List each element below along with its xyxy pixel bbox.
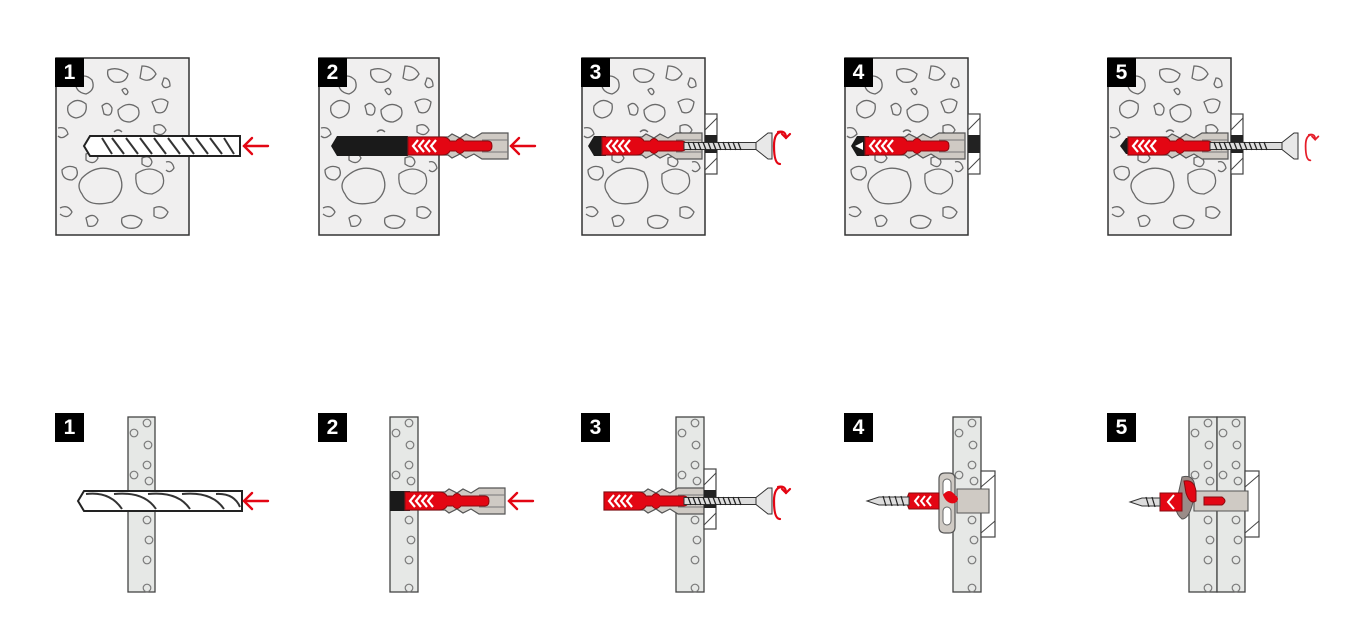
step-number-badge: 5 — [1107, 58, 1136, 87]
plug-expanded-illustration — [844, 57, 981, 236]
step-number-badge: 4 — [844, 413, 873, 442]
step-number-badge: 3 — [581, 58, 610, 87]
drive-screw-illustration — [581, 57, 792, 236]
plug-folds-behind-board-illustration — [865, 416, 996, 593]
row1-step5-panel: 5 Tighten screw — [1102, 50, 1332, 250]
step-number-badge: 5 — [1107, 413, 1136, 442]
step-number-badge: 4 — [844, 58, 873, 87]
step-number-badge: 2 — [318, 413, 347, 442]
row2-step3-panel: 3 Drive in screw through fixture — [576, 405, 806, 605]
step-number-badge: 3 — [581, 413, 610, 442]
row2-step1-panel: 1 Drill through board — [50, 405, 280, 605]
arrow-left-icon — [507, 491, 535, 511]
row1-step3-panel: 3 Drive in screw through fixture — [576, 50, 806, 250]
arrow-left-icon — [242, 491, 270, 511]
insert-plug-illustration — [318, 57, 537, 236]
row2-step4-panel: 4 Plug folds behind board — [839, 405, 1069, 605]
drill-hole-illustration — [55, 57, 270, 236]
row2-step5-panel: 5 Knotted behind double board — [1102, 405, 1332, 605]
rotate-clockwise-icon — [772, 130, 792, 166]
arrow-left-icon — [242, 136, 270, 156]
step-number-badge: 1 — [55, 413, 84, 442]
insert-plug-board-illustration — [389, 416, 535, 593]
row2-step2-panel: 2 Insert plug — [313, 405, 543, 605]
row1-step2-panel: 2 Insert plug — [313, 50, 543, 250]
drive-screw-board-illustration — [602, 416, 792, 593]
row1-step4-panel: 4 Plug expands in solid material — [839, 50, 1069, 250]
rotate-clockwise-icon — [1304, 133, 1320, 162]
arrow-left-icon — [509, 136, 537, 156]
tighten-screw-illustration — [1107, 57, 1320, 236]
step-number-badge: 1 — [55, 58, 84, 87]
knotted-behind-double-board-illustration — [1128, 416, 1260, 593]
drill-through-board-illustration — [76, 416, 270, 593]
step-number-badge: 2 — [318, 58, 347, 87]
row1-step1-panel: 1 Drill hole — [50, 50, 280, 250]
rotate-clockwise-icon — [772, 485, 792, 521]
